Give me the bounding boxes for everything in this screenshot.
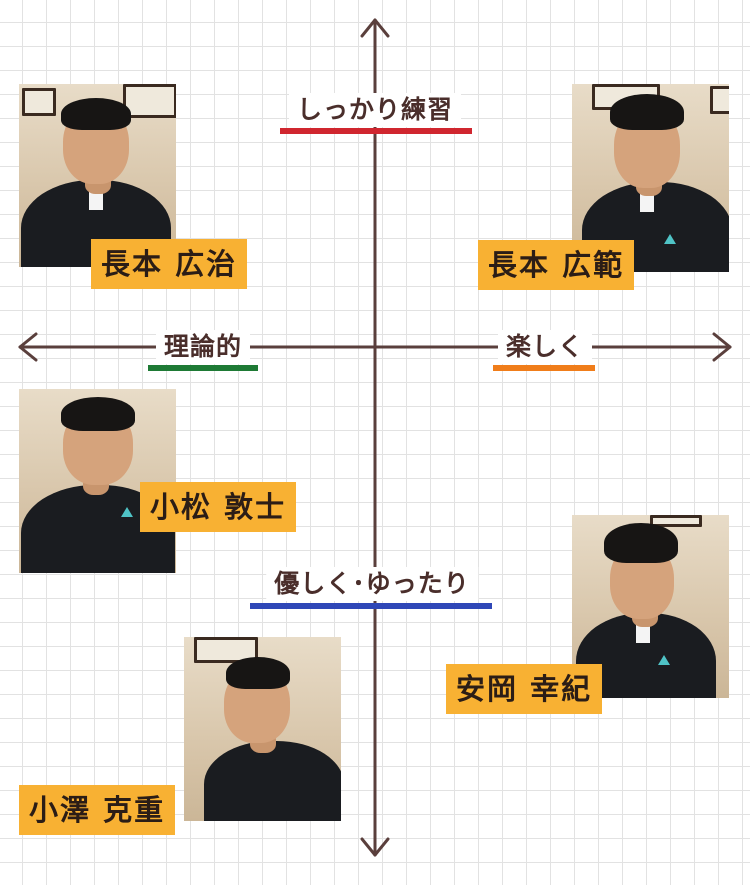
axis-label-bottom: 優しく･ゆったり (266, 567, 478, 601)
axis-underline-bottom (250, 603, 492, 609)
arrow-left-icon (18, 332, 38, 362)
name-tag-komatsu-atsushi: 小松 敦士 (140, 482, 297, 532)
axis-label-left: 理論的 (155, 330, 251, 364)
axis-label-right: 楽しく (497, 330, 593, 364)
person-photo (19, 84, 176, 267)
name-tag-ozawa-katsushige: 小澤 克重 (19, 785, 176, 835)
name-tag-nagamoto-hiroharu: 長本 広治 (91, 239, 248, 289)
name-tag-nagamoto-hironori: 長本 広範 (478, 240, 635, 290)
axis-label-top: しっかり練習 (288, 93, 462, 127)
axis-underline-right (493, 365, 595, 371)
arrow-down-icon (360, 837, 390, 857)
person-photo (184, 637, 341, 821)
arrow-up-icon (360, 18, 390, 38)
axis-underline-top (280, 128, 472, 134)
axis-underline-left (148, 365, 258, 371)
person-photo (19, 389, 176, 573)
arrow-right-icon (712, 332, 732, 362)
name-tag-yasuoka-yukinori: 安岡 幸紀 (446, 664, 603, 714)
